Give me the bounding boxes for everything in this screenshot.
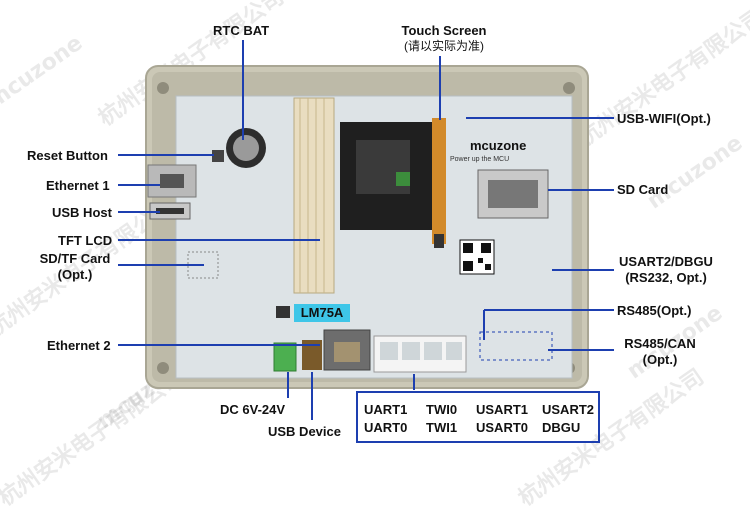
port-label: TWI1 xyxy=(426,420,458,435)
label-usb-host: USB Host xyxy=(52,205,112,220)
port-label: USART1 xyxy=(476,402,529,417)
port-label: USART0 xyxy=(476,420,529,435)
label-usb-wifi: USB-WIFI(Opt.) xyxy=(617,111,711,126)
label-lm75a: LM75A xyxy=(294,304,350,322)
label-usart2-dbgu-opt: (RS232, Opt.) xyxy=(625,270,707,285)
dc-power-jack xyxy=(273,342,297,372)
leader-lines xyxy=(118,40,614,420)
label-usart2-dbgu: USART2/DBGU xyxy=(619,254,713,269)
label-sd-card: SD Card xyxy=(617,182,669,197)
port-label: DBGU xyxy=(542,420,581,435)
touch-screen-connector xyxy=(434,234,444,248)
sd-card-socket xyxy=(488,180,538,208)
board-illustration: mcuzone Power up the MCU xyxy=(118,40,614,420)
label-dc-power: DC 6V-24V xyxy=(220,402,286,417)
screw-hole xyxy=(157,82,169,94)
board-brand: mcuzone xyxy=(470,138,526,153)
label-usb-device: USB Device xyxy=(268,424,341,439)
board-slogan: Power up the MCU xyxy=(450,156,509,163)
reset-button-shape xyxy=(212,150,224,162)
rs485-can-region xyxy=(479,331,553,361)
label-touch-screen: Touch Screen xyxy=(401,23,487,38)
label-sd-tf-card: SD/TF Card xyxy=(39,251,111,266)
port-label: TWI0 xyxy=(426,402,458,417)
label-ethernet2: Ethernet 2 xyxy=(47,338,111,353)
crystal xyxy=(396,172,410,186)
label-ethernet1: Ethernet 1 xyxy=(46,178,110,193)
port-label: USART2 xyxy=(542,402,595,417)
label-rs485-can: RS485/CAN xyxy=(624,336,696,351)
ethernet1-jack xyxy=(147,164,197,198)
port-label: UART1 xyxy=(364,402,408,417)
port-label: UART0 xyxy=(364,420,408,435)
label-tft-lcd: TFT LCD xyxy=(58,233,113,248)
rtc-battery-cell xyxy=(233,135,259,161)
label-rs485-opt: RS485(Opt.) xyxy=(617,303,692,318)
label-rs485-can-opt: (Opt.) xyxy=(642,352,678,367)
screw-hole xyxy=(157,362,169,374)
ports-table: UART1 TWI0 USART1 USART2 UART0 TWI1 USAR… xyxy=(356,391,600,443)
screw-hole xyxy=(563,82,575,94)
ethernet1-socket xyxy=(160,174,184,188)
label-rtc-bat: RTC BAT xyxy=(213,23,270,38)
lm75a-chip xyxy=(276,306,290,318)
usb-host-socket xyxy=(156,208,184,214)
tft-lcd-ribbon xyxy=(293,97,335,294)
usb-device-port xyxy=(302,340,322,370)
touch-screen-cable xyxy=(432,118,446,244)
label-sd-tf-card-opt: (Opt.) xyxy=(57,267,93,282)
label-touch-screen-note: (请以实际为准) xyxy=(404,39,484,53)
label-reset-button: Reset Button xyxy=(27,148,108,163)
